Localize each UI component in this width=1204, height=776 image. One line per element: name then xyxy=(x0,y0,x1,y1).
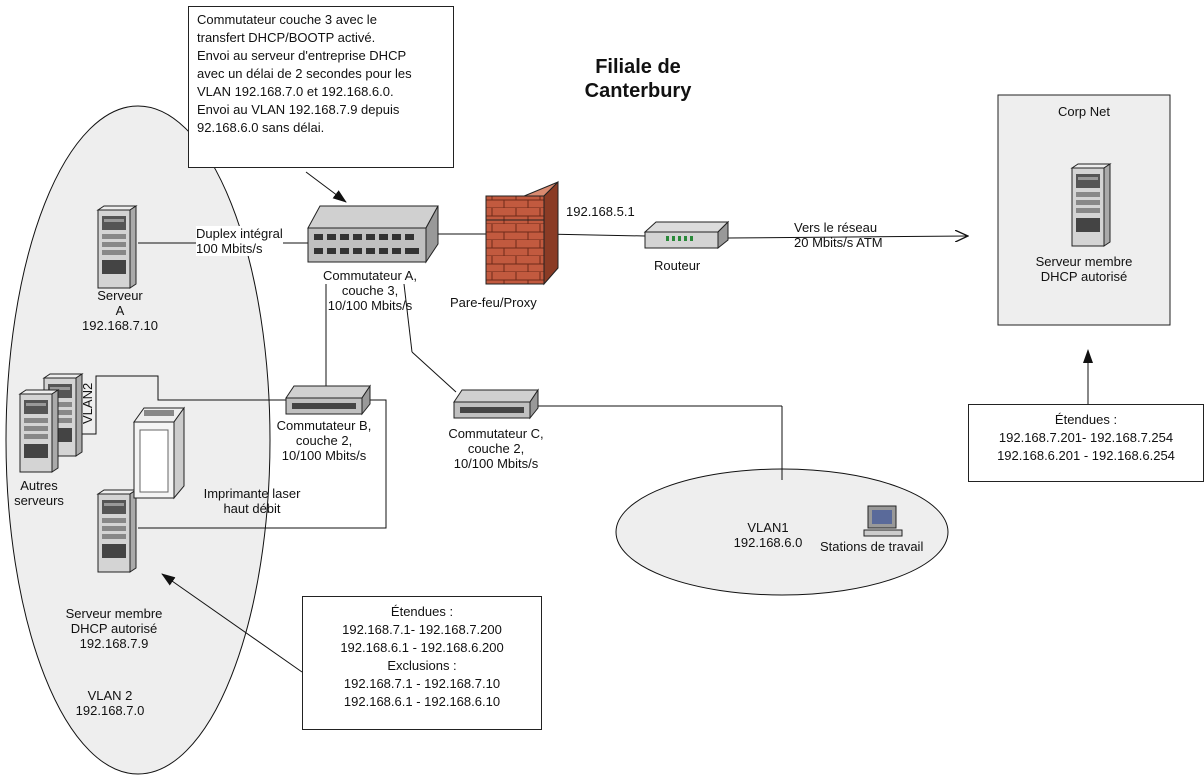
corp-server-icon xyxy=(1072,164,1110,246)
dhcp-server-icon xyxy=(98,490,136,572)
note-line: transfert DHCP/BOOTP activé. xyxy=(197,29,445,47)
corp-net-title: Corp Net xyxy=(998,104,1170,119)
note-line: 92.168.6.0 sans délai. xyxy=(197,119,445,137)
switch-b-icon xyxy=(286,386,370,414)
switch-c-icon xyxy=(454,390,538,418)
switch-b-label: Commutateur B,couche 2,10/100 Mbits/s xyxy=(264,418,384,463)
note-line: VLAN 192.168.7.0 et 192.168.6.0. xyxy=(197,83,445,101)
printer-icon xyxy=(134,408,184,498)
firewall-label: Pare-feu/Proxy xyxy=(450,295,537,310)
switch-a-label: Commutateur A,couche 3,10/100 Mbits/s xyxy=(308,268,432,313)
vlan2-vertical-label: VLAN2 xyxy=(80,383,95,424)
workstation-icon xyxy=(864,506,902,536)
router-ip-label: 192.168.5.1 xyxy=(566,204,635,219)
note-line: Envoi au VLAN 192.168.7.9 depuis xyxy=(197,101,445,119)
firewall-icon xyxy=(486,182,558,284)
note-box: Commutateur couche 3 avec le transfert D… xyxy=(188,6,454,168)
router-label: Routeur xyxy=(654,258,700,273)
server-a-icon xyxy=(98,206,136,288)
switch-c-label: Commutateur C,couche 2,10/100 Mbits/s xyxy=(436,426,556,471)
note-line: avec un délai de 2 secondes pour les xyxy=(197,65,445,83)
note-line: Commutateur couche 3 avec le xyxy=(197,11,445,29)
note-line: Envoi au serveur d'entreprise DHCP xyxy=(197,47,445,65)
router-icon xyxy=(645,222,728,248)
other-server-front-icon xyxy=(20,390,58,472)
switch-a-icon xyxy=(308,206,438,262)
workstations-label: Stations de travail xyxy=(820,539,923,554)
